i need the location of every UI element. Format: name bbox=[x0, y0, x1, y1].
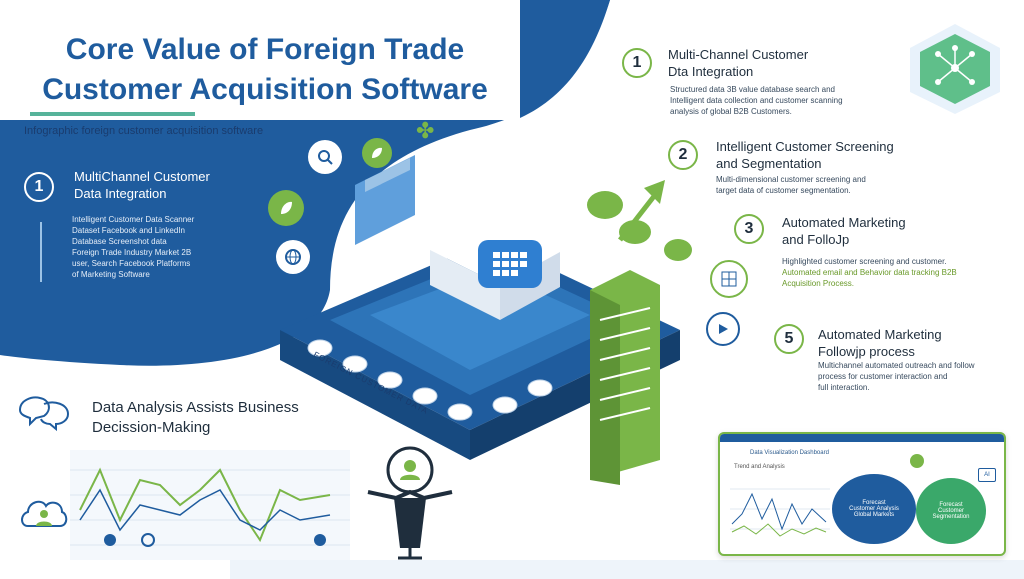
left-desc-line: Database Screenshot data bbox=[72, 237, 167, 246]
left-desc-line: Intelligent Customer Data Scanner bbox=[72, 215, 195, 224]
title-line-2: Customer Acquisition Software bbox=[42, 73, 488, 106]
right-step-3-number: 3 bbox=[734, 214, 764, 244]
clover-icon: ✤ bbox=[416, 118, 435, 143]
dashboard-circle-segmentation: Forecast Customer Segmentation bbox=[916, 478, 986, 544]
dashboard-window: Data Visualization Dashboard Trend and A… bbox=[718, 432, 1006, 556]
data-analysis-title: Data Analysis Assists Business Decission… bbox=[92, 398, 299, 438]
chat-bubbles-icon bbox=[18, 396, 70, 432]
business-person-figure bbox=[367, 446, 453, 560]
right-step-1-description: Structured data 3B value database search… bbox=[670, 84, 890, 117]
title-underline bbox=[30, 112, 195, 116]
left-desc-line: Dataset Facebook and LinkedIn bbox=[72, 226, 185, 235]
right-step-3-desc-line: Acquisition Process. bbox=[782, 279, 855, 288]
right-step-3-desc-line: Automated email and Behavior data tracki… bbox=[782, 268, 957, 277]
right-step-1-title-line-2: Dta Integration bbox=[668, 64, 754, 79]
right-step-4-desc-line: process for customer interaction and bbox=[818, 372, 948, 381]
network-hub-icon bbox=[910, 24, 1000, 114]
globe-icon bbox=[276, 240, 310, 274]
right-step-4-desc-line: Multichannel automated outreach and foll… bbox=[818, 361, 975, 370]
left-desc-line: of Marketing Software bbox=[72, 270, 150, 279]
subtitle: Infographic foreign customer acquisition… bbox=[24, 125, 264, 137]
right-step-3-description: Highlighted customer screening and custo… bbox=[782, 256, 1012, 289]
right-step-1-title: Multi-Channel Customer Dta Integration bbox=[668, 46, 808, 80]
feather-icon bbox=[268, 190, 304, 226]
right-step-4-number: 5 bbox=[774, 324, 804, 354]
right-step-2-desc-line: target data of customer segmentation. bbox=[716, 186, 851, 195]
central-platform-illustration bbox=[280, 155, 692, 485]
circle-label: Customer Analysis bbox=[849, 506, 899, 512]
right-step-1-desc-line: Structured data 3B value database search… bbox=[670, 85, 835, 94]
data-analysis-title-line-1: Data Analysis Assists Business bbox=[92, 399, 299, 416]
circle-label: Forecast bbox=[862, 500, 886, 506]
right-step-2-desc-line: Multi-dimensional customer screening and bbox=[716, 175, 866, 184]
right-step-2-description: Multi-dimensional customer screening and… bbox=[716, 174, 936, 196]
right-step-2-title-line-1: Intelligent Customer Screening bbox=[716, 139, 894, 154]
right-step-4-title-line-1: Automated Marketing bbox=[818, 327, 942, 342]
right-step-2-title-line-2: and Segmentation bbox=[716, 156, 822, 171]
title-line-1: Core Value of Foreign Trade bbox=[65, 33, 465, 66]
right-step-2-title: Intelligent Customer Screening and Segme… bbox=[716, 138, 894, 172]
left-step-description: Intelligent Customer Data Scanner Datase… bbox=[72, 214, 282, 280]
circle-label: Segmentation bbox=[932, 514, 970, 520]
right-step-3-desc-line: Highlighted customer screening and custo… bbox=[782, 257, 947, 266]
right-step-3-title: Automated Marketing and FolloJp bbox=[782, 214, 906, 248]
grid-icon bbox=[493, 252, 527, 276]
right-step-4-desc-line: full interaction. bbox=[818, 383, 870, 392]
play-icon bbox=[706, 312, 740, 346]
circle-label: Global Markets bbox=[853, 512, 895, 518]
dashboard-circle-analysis: Forecast Customer Analysis Global Market… bbox=[832, 474, 916, 544]
page-title: Core Value of Foreign Trade Customer Acq… bbox=[30, 30, 500, 110]
data-analysis-title-line-2: Decission-Making bbox=[92, 419, 211, 436]
dashboard-ai-badge: AI bbox=[978, 468, 996, 482]
left-desc-line: user, Search Facebook Platforms bbox=[72, 259, 191, 268]
left-desc-line: Foreign Trade Industry Market 2B bbox=[72, 248, 192, 257]
left-step-title-line-2: Data Integration bbox=[74, 186, 167, 201]
dashboard-titlebar bbox=[720, 434, 1004, 442]
right-step-3-title-line-2: and FolloJp bbox=[782, 232, 850, 247]
right-step-4-title: Automated Marketing Followjp process bbox=[818, 326, 942, 360]
right-step-1-title-line-1: Multi-Channel Customer bbox=[668, 47, 809, 62]
search-user-icon bbox=[308, 140, 342, 174]
leaf-icon bbox=[362, 138, 392, 168]
dashboard-sublabel: Trend and Analysis bbox=[734, 464, 785, 470]
right-step-4-title-line-2: Followjp process bbox=[818, 344, 915, 359]
dashboard-mini-chart bbox=[730, 488, 830, 537]
dashboard-title: Data Visualization Dashboard bbox=[750, 450, 829, 456]
left-step-number: 1 bbox=[24, 172, 54, 202]
chart-grid-icon bbox=[710, 260, 748, 298]
cloud-user-icon bbox=[21, 500, 68, 527]
right-step-1-number: 1 bbox=[622, 48, 652, 78]
circle-label: Forecast bbox=[939, 502, 963, 508]
right-step-1-desc-line: analysis of global B2B Customers. bbox=[670, 107, 792, 116]
app-grid-icon bbox=[478, 240, 542, 288]
circle-label: Customer bbox=[937, 508, 964, 514]
left-step-title-line-1: MultiChannel Customer bbox=[74, 169, 210, 184]
dashboard-check-icon bbox=[910, 454, 924, 468]
right-step-2-number: 2 bbox=[668, 140, 698, 170]
left-step-connector bbox=[40, 222, 42, 282]
left-step-title: MultiChannel Customer Data Integration bbox=[74, 168, 210, 202]
right-step-4-description: Multichannel automated outreach and foll… bbox=[818, 360, 1014, 393]
right-step-1-desc-line: Intelligent data collection and customer… bbox=[670, 96, 843, 105]
trend-line-chart bbox=[70, 450, 350, 560]
right-step-3-title-line-1: Automated Marketing bbox=[782, 215, 906, 230]
